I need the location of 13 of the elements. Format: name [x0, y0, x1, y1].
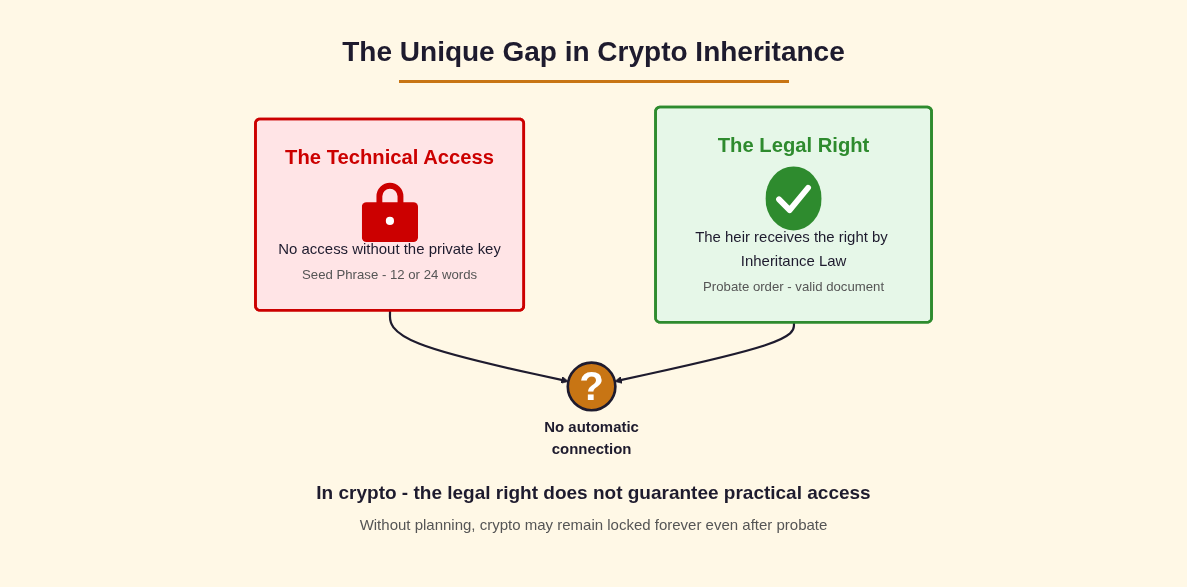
arrow	[614, 322, 796, 384]
node-heading: The Legal Right	[717, 133, 870, 157]
node-text: The heir receives the right by Inheritance Law	[695, 228, 889, 270]
arrow	[388, 310, 569, 384]
node-text: No access without the private key	[278, 240, 501, 258]
summary-text: In crypto - the legal right does not guarantee practical access	[316, 482, 871, 504]
node-note: Probate order - valid document	[703, 278, 885, 294]
node-caption: No automatic connection	[543, 418, 640, 460]
title: The Unique Gap in Crypto Inheritance	[342, 36, 845, 68]
note-text: Without planning, crypto may remain locked forever even after probate	[359, 516, 828, 533]
question-mark: ?	[579, 364, 604, 409]
node-note: Seed Phrase - 12 or 24 words	[302, 266, 478, 282]
node-heading: The Technical Access	[285, 145, 495, 169]
